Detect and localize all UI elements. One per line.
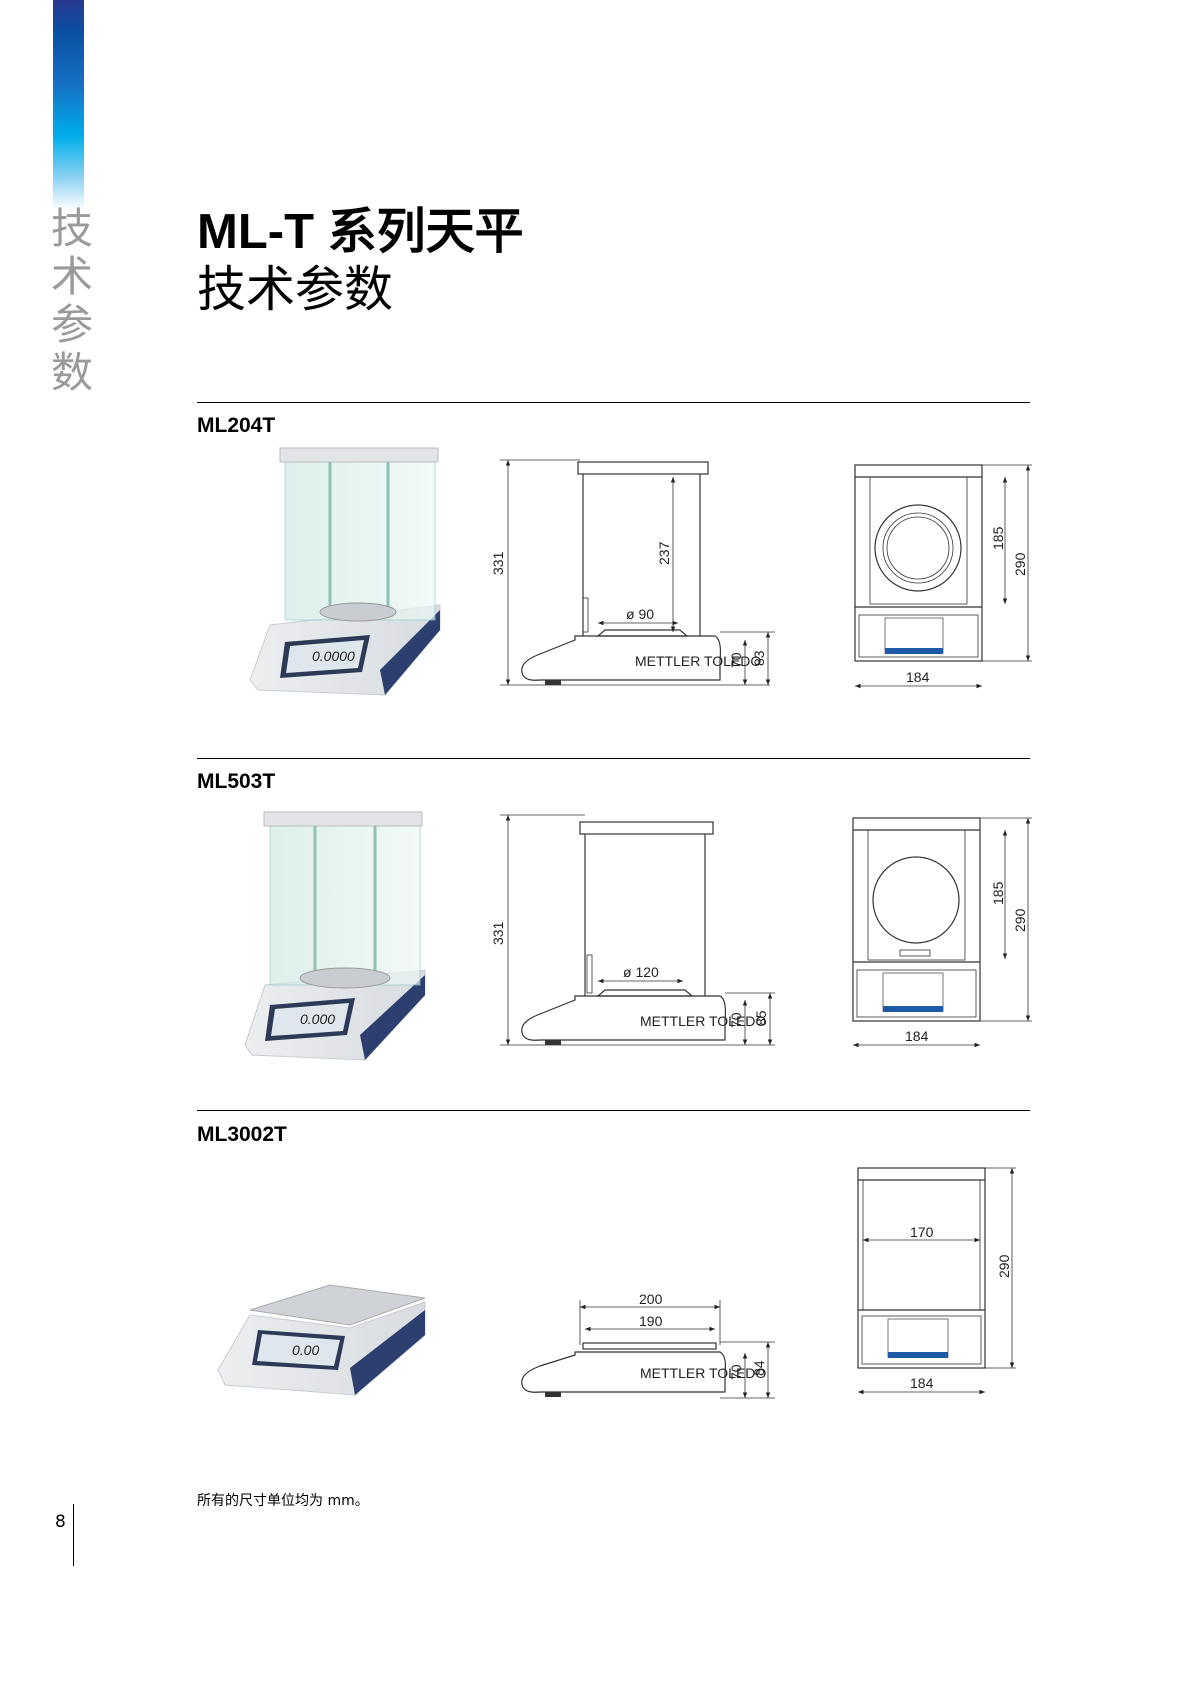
dimension-label: 184: [905, 1028, 929, 1044]
front-view-drawing-ml3002t: 170 290 184: [857, 1167, 1016, 1395]
dimension-label: 84: [751, 1360, 767, 1376]
section-divider: [197, 758, 1030, 759]
model-label: ML204T: [197, 414, 276, 437]
brand-logo-text: METTLER TOLEDO: [635, 653, 761, 669]
sidebar-accent-bar: [53, 0, 84, 210]
dimension-label: 70: [728, 1012, 744, 1028]
model-label: ML3002T: [197, 1123, 287, 1146]
balance-display-value: 0.000: [300, 1011, 335, 1027]
dimension-label: 185: [990, 881, 1006, 905]
dimension-label: 184: [910, 1375, 934, 1391]
dimension-label: ø 120: [623, 964, 659, 980]
product-photo-ml503t: 0.000: [244, 811, 426, 1061]
dimension-label: 200: [639, 1291, 663, 1307]
section-divider: [197, 402, 1030, 403]
side-view-drawing-ml503t: METTLER TOLEDO 331 ø 120 70 85: [490, 814, 775, 1046]
side-view-drawing-ml3002t: METTLER TOLEDO 200 190 70 84: [521, 1291, 775, 1399]
front-view-drawing-ml503t: 185 290 184: [852, 817, 1032, 1048]
section-divider: [197, 1110, 1030, 1111]
product-photo-ml3002t: 0.00: [217, 1284, 426, 1396]
dimension-label: 190: [639, 1313, 663, 1329]
dimension-label: 185: [990, 526, 1006, 550]
page-number-divider: [73, 1504, 74, 1566]
page-subtitle: 技术参数: [197, 261, 394, 318]
brand-logo-text: METTLER TOLEDO: [640, 1013, 766, 1029]
dimension-label: 331: [490, 551, 506, 575]
units-note: 所有的尺寸单位均为 mm。: [197, 1493, 369, 1509]
dimension-label: ø 90: [626, 606, 654, 622]
page-title: ML-T 系列天平: [197, 205, 524, 259]
sidebar-char: 技: [50, 204, 93, 253]
sidebar-char: 数: [50, 348, 93, 397]
page-number: 8: [55, 1512, 66, 1532]
sidebar-char: 术: [50, 252, 93, 301]
dimension-label: 85: [753, 1010, 769, 1026]
sidebar-char: 参: [50, 300, 93, 349]
dimension-label: 290: [1012, 552, 1028, 576]
dimension-label: 70: [728, 652, 744, 668]
brand-logo-text: METTLER TOLEDO: [640, 1365, 766, 1381]
dimension-label: 184: [906, 669, 930, 685]
dimension-label: 83: [751, 650, 767, 666]
model-label: ML503T: [197, 770, 276, 793]
dimension-label: 237: [656, 541, 672, 565]
balance-display-value: 0.0000: [312, 648, 355, 664]
balance-display-value: 0.00: [292, 1342, 319, 1358]
product-photo-ml204t: 0.0000: [249, 447, 441, 696]
dimension-label: 290: [1012, 908, 1028, 932]
dimension-label: 331: [490, 921, 506, 945]
sidebar-vertical-title: 技 术 参 数: [50, 205, 94, 397]
side-view-drawing-ml204t: METTLER TOLEDO 331 237 ø 90 70 83: [490, 459, 775, 686]
front-view-drawing-ml204t: 185 290 184: [854, 464, 1032, 689]
dimension-label: 290: [996, 1254, 1012, 1278]
dimension-label: 70: [728, 1364, 744, 1380]
dimension-label: 170: [910, 1224, 934, 1240]
